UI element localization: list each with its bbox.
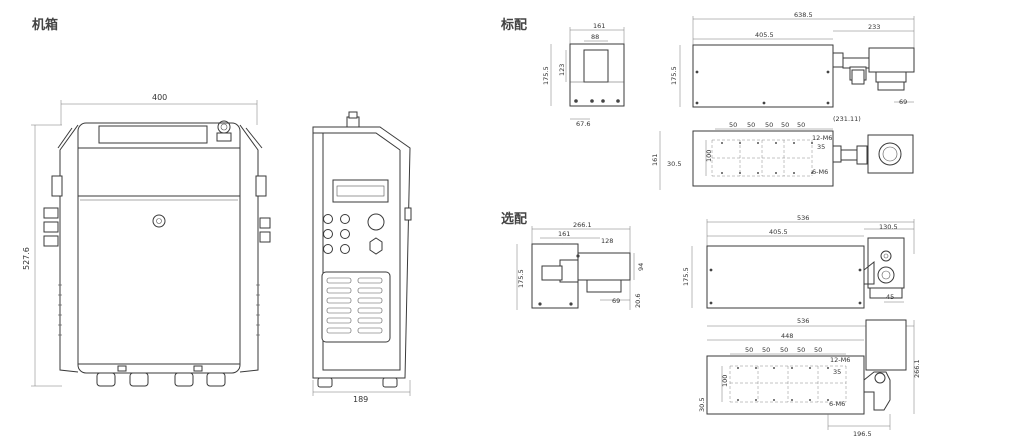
opt-top-body: 448	[781, 332, 793, 340]
chassis-width-label: 400	[152, 93, 167, 102]
opt-top-d35: 35	[833, 368, 841, 376]
chassis-depth-label: 189	[353, 395, 368, 404]
opt-top-s2: 50	[762, 346, 770, 354]
opt-side-w45: 45	[886, 293, 894, 301]
opt-side-head: 130.5	[879, 223, 898, 231]
std-top-h161: 161	[651, 154, 659, 166]
opt-end-h94: 94	[637, 263, 645, 271]
std-end-h175: 175.5	[542, 66, 550, 85]
opt-side-total: 536	[797, 214, 809, 222]
std-top-ref: (231.11)	[833, 115, 861, 123]
standard-top-view: (231.11) 50 50 50 50 50 12-M6 35 6-M6 16…	[651, 115, 914, 190]
optional-top-view: 536 448 50 50 50 50 50 12-M6 35 6-M6	[698, 317, 921, 438]
opt-top-m12: 12-M6	[830, 356, 850, 364]
opt-top-w196: 196.5	[853, 430, 872, 438]
std-top-s4: 50	[781, 121, 789, 129]
opt-end-w128: 128	[601, 237, 613, 245]
chassis-height-label: 527.6	[22, 247, 31, 270]
opt-top-h266: 266.1	[913, 359, 921, 378]
heading-standard: 标配	[500, 17, 527, 33]
opt-side-body: 405.5	[769, 228, 788, 236]
std-top-m6: 6-M6	[812, 168, 828, 176]
std-top-s5: 50	[797, 121, 805, 129]
heading-chassis: 机箱	[32, 17, 58, 33]
chassis-side-view: 189	[312, 111, 412, 404]
std-side-head: 233	[868, 23, 880, 31]
opt-side-h: 175.5	[682, 267, 690, 286]
std-top-m12: 12-M6	[812, 134, 832, 142]
std-side-h69: 69	[899, 98, 907, 106]
std-end-w161: 161	[593, 22, 605, 30]
std-top-s1: 50	[729, 121, 737, 129]
std-top-s3: 50	[765, 121, 773, 129]
opt-end-w20: 20.6	[634, 294, 642, 308]
opt-top-m6: 6-M6	[829, 400, 845, 408]
std-side-total: 638.5	[794, 11, 813, 19]
opt-end-w69: 69	[612, 297, 620, 305]
opt-end-h175: 175.5	[517, 269, 525, 288]
opt-end-w266: 266.1	[573, 221, 592, 229]
heading-optional: 选配	[501, 211, 527, 227]
std-end-w67: 67.6	[576, 120, 590, 128]
opt-top-s3: 50	[780, 346, 788, 354]
opt-top-s5: 50	[814, 346, 822, 354]
std-end-w88: 88	[591, 33, 599, 41]
std-top-d35: 35	[817, 143, 825, 151]
chassis-front-view: 400 527.6	[22, 93, 271, 387]
standard-end-view: 161 88 Ø43 175.5 123 67.6	[542, 22, 625, 128]
opt-top-s1: 50	[745, 346, 753, 354]
standard-side-view: 638.5 405.5 233 175.5 69	[670, 11, 915, 108]
opt-top-h30: 30.5	[698, 398, 706, 412]
optional-end-view: 266.1 161 128 Ø43 175.5 94 69 20.6	[516, 221, 645, 310]
std-top-s2: 50	[747, 121, 755, 129]
opt-top-h100: 100	[721, 375, 729, 387]
opt-top-total: 536	[797, 317, 809, 325]
std-top-h30: 30.5	[667, 160, 681, 168]
opt-end-w161: 161	[558, 230, 570, 238]
opt-top-s4: 50	[797, 346, 805, 354]
std-side-body: 405.5	[755, 31, 774, 39]
std-side-h: 175.5	[670, 66, 678, 85]
optional-side-view: 536 405.5 130.5 175.5 45	[682, 214, 915, 309]
std-top-h100: 100	[705, 150, 713, 162]
std-end-h123: 123	[558, 64, 566, 76]
